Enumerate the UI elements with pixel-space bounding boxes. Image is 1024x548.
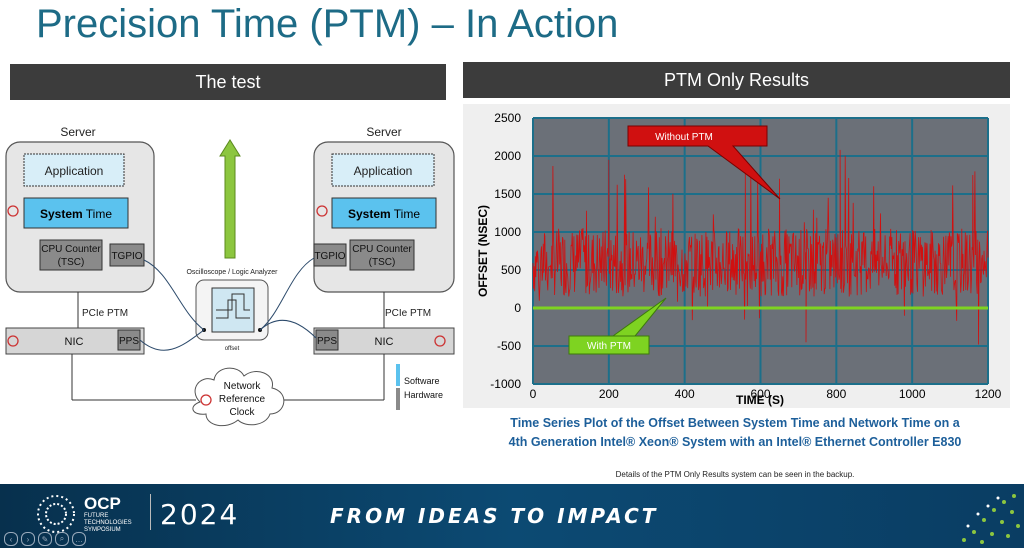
caption-line-1: Time Series Plot of the Offset Between S… (510, 416, 960, 430)
y-tick-label: -500 (497, 339, 521, 353)
next-slide-icon[interactable]: › (21, 532, 35, 546)
x-tick-label: 0 (530, 387, 537, 401)
tgpio-wire-left (143, 259, 205, 331)
x-tick-label: 200 (599, 387, 619, 401)
application-right (331, 153, 435, 187)
cloud-shape (192, 367, 285, 427)
hardware-legend-label: Hardware (404, 390, 443, 400)
tgpio-left (109, 243, 145, 267)
network-ref-label-3: Clock (229, 407, 255, 418)
slide-title: Precision Time (PTM) – In Action (36, 2, 619, 46)
results-header: PTM Only Results (463, 62, 1010, 98)
oscilloscope-label: Oscilloscope / Logic Analyzer (186, 269, 278, 276)
event-year: 2024 (160, 498, 240, 531)
application-right-label: Application (354, 164, 413, 178)
pps-wire-left (139, 329, 205, 351)
system-time-right-label: System Time (348, 207, 420, 221)
without-ptm-series (532, 149, 989, 345)
cpu-counter-left (39, 239, 103, 271)
zoom-icon[interactable]: ⌕ (55, 532, 69, 546)
x-tick-label: 600 (750, 387, 770, 401)
system-time-left (23, 197, 129, 229)
server-left-label: Server (60, 125, 95, 139)
waveform-icon (216, 293, 250, 311)
ptm-test-diagram: Server Application System Time CPU Count… (5, 125, 455, 427)
network-ref-label-1: Network (224, 381, 262, 392)
clock-icon (200, 394, 212, 406)
server-right-label: Server (366, 125, 401, 139)
x-tick-label: 400 (675, 387, 695, 401)
pcie-ptm-left-label: PCIe PTM (82, 308, 128, 319)
y-tick-label: 0 (514, 301, 521, 315)
backup-note: Details of the PTM Only Results system c… (615, 470, 855, 479)
prev-slide-icon[interactable]: ‹ (4, 532, 18, 546)
software-legend-label: Software (404, 376, 440, 386)
slide-nav-controls: ‹ › ✎ ⌕ … (4, 532, 86, 546)
nic-left-label: NIC (65, 336, 84, 348)
tgpio-wire-right (259, 257, 315, 331)
ocp-logo-icon (37, 495, 75, 533)
test-header: The test (10, 64, 446, 100)
caption-line-2: 4th Generation Intel® Xeon® System with … (508, 435, 962, 449)
y-tick-label: 2000 (494, 149, 521, 163)
with-ptm-callout-pointer (611, 297, 667, 337)
cpu-counter-left-label-1: CPU Counter (41, 244, 101, 255)
tgpio-right-label: TGPIO (314, 251, 345, 262)
software-legend-swatch (396, 364, 400, 386)
tgpio-left-label: TGPIO (111, 251, 142, 262)
y-tick-label: -1000 (490, 377, 521, 391)
x-tick-label: 800 (826, 387, 846, 401)
x-tick-label: 1000 (899, 387, 926, 401)
ocp-subtitle: FUTURE TECHNOLOGIES SYMPOSIUM (84, 513, 132, 533)
nic-right-label: NIC (375, 336, 394, 348)
pps-left-label: PPS (119, 336, 139, 347)
tgpio-right (313, 243, 347, 267)
pen-icon[interactable]: ✎ (38, 532, 52, 546)
clock-icon (316, 205, 328, 217)
cpu-counter-right (349, 239, 415, 271)
pps-wire-right (259, 320, 317, 339)
ocp-logo-text: OCP (84, 494, 121, 513)
hardware-legend-swatch (396, 388, 400, 410)
y-axis-label: OFFSET (NSEC) (476, 205, 490, 297)
network-ref-label-2: Reference (219, 394, 266, 405)
divider (150, 494, 151, 530)
without-ptm-callout-label: Without PTM (655, 132, 713, 143)
clock-icon (7, 205, 19, 217)
more-icon[interactable]: … (72, 532, 86, 546)
application-left-label: Application (45, 164, 104, 178)
y-tick-label: 2500 (494, 111, 521, 125)
application-left (23, 153, 125, 187)
cpu-counter-right-label-2: (TSC) (369, 257, 396, 268)
footer-banner: OCP FUTURE TECHNOLOGIES SYMPOSIUM 2024 F… (0, 484, 1024, 548)
offset-time-series-chart: 0 200 400 600 800 1000 1200 2500 2000 1500 1000 500… (463, 104, 1010, 408)
clock-icon (434, 335, 446, 347)
offset-label: offset (225, 346, 240, 352)
clock-icon (7, 335, 19, 347)
pps-right (315, 329, 339, 351)
system-time-right (331, 197, 437, 229)
pps-right-label: PPS (317, 336, 337, 347)
y-tick-label: 500 (501, 263, 521, 277)
cpu-counter-right-label-1: CPU Counter (352, 244, 412, 255)
x-tick-label: 1200 (975, 387, 1002, 401)
cpu-counter-left-label-2: (TSC) (58, 257, 85, 268)
pcie-ptm-right-label: PCIe PTM (385, 308, 431, 319)
y-tick-label: 1500 (494, 187, 521, 201)
tagline: FROM IDEAS TO IMPACT (330, 504, 659, 528)
chart-caption: Time Series Plot of the Offset Between S… (470, 414, 1000, 452)
without-ptm-callout (627, 125, 781, 200)
with-ptm-callout-label: With PTM (587, 341, 631, 352)
decorative-dots-icon (962, 494, 1020, 544)
up-arrow-icon (219, 139, 241, 259)
x-axis-label: TIME (S) (736, 393, 784, 407)
system-time-left-label: System Time (40, 207, 112, 221)
y-tick-label: 1000 (494, 225, 521, 239)
